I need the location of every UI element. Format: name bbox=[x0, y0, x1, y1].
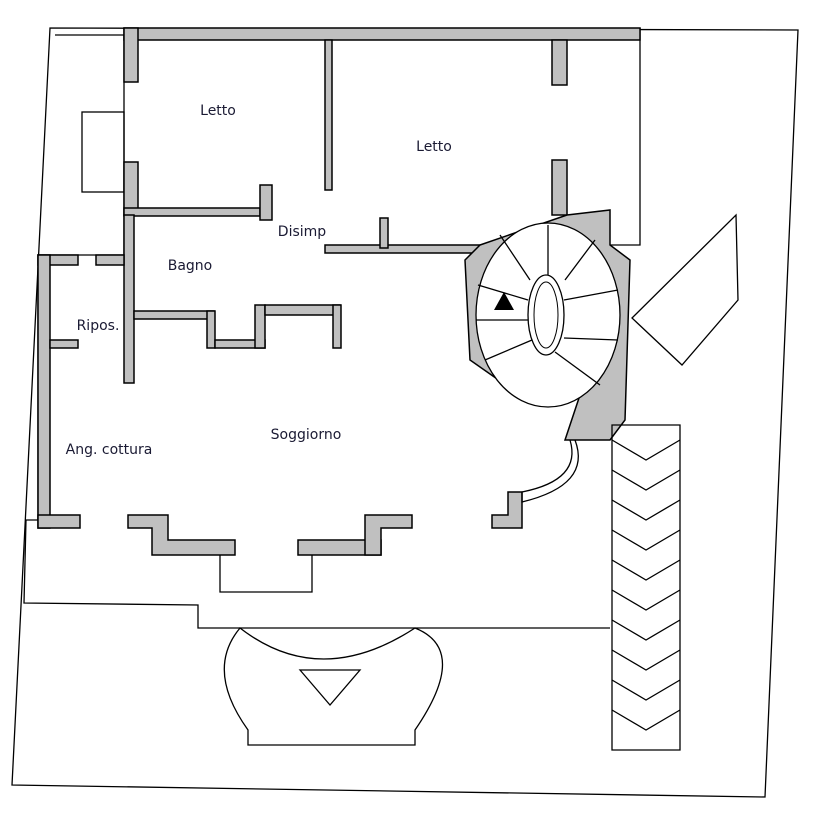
room-label-storage: Ripos. bbox=[77, 318, 120, 334]
room-label-bedroom-1: Letto bbox=[200, 103, 236, 119]
room-label-hallway: Disimp bbox=[278, 224, 326, 240]
spiral-staircase bbox=[475, 222, 621, 503]
room-label-kitchenette: Ang. cottura bbox=[66, 442, 153, 458]
external-stairs bbox=[219, 213, 739, 751]
fixture bbox=[81, 111, 125, 193]
up-arrow-icon bbox=[494, 292, 514, 310]
room-label-bedroom-2: Letto bbox=[416, 139, 452, 155]
room-label-living-room: Soggiorno bbox=[271, 427, 342, 443]
room-label-bathroom: Bagno bbox=[168, 258, 213, 274]
balcony-outline bbox=[610, 28, 641, 246]
